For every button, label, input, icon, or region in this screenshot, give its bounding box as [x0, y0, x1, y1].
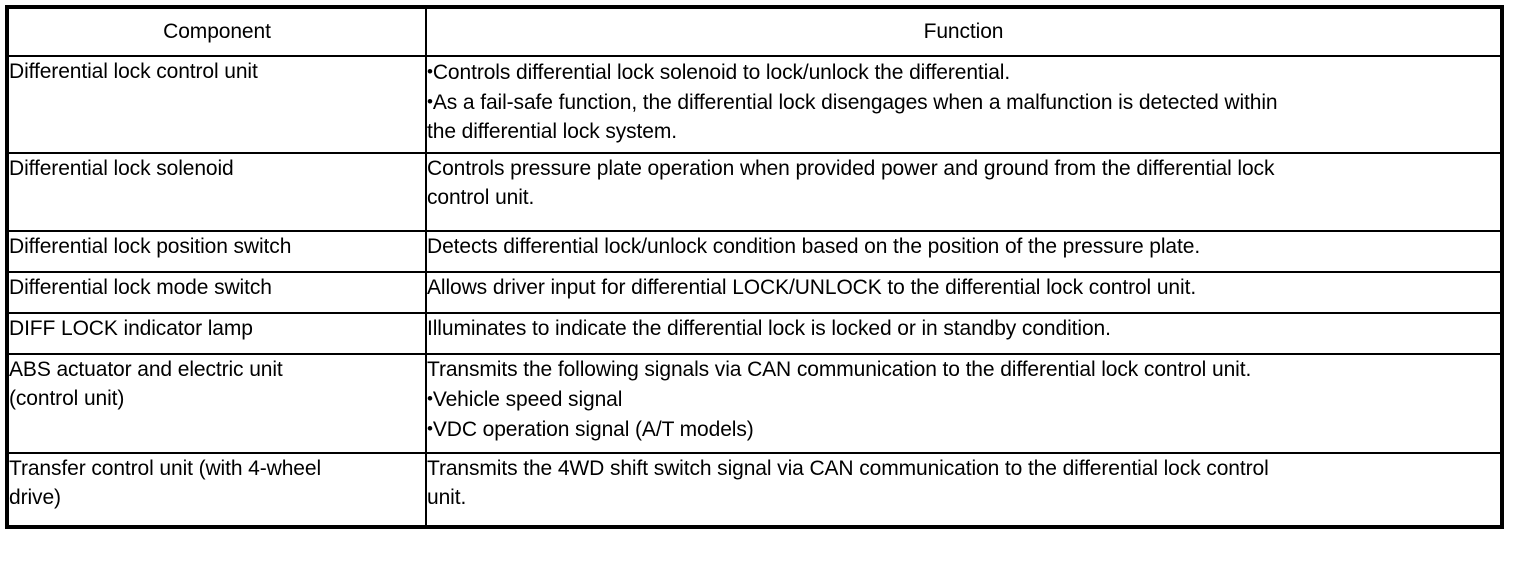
table-row: Differential lock control unit Controls d…	[6, 55, 1503, 154]
component-text-line: Differential lock control unit	[9, 60, 258, 83]
function-text-line: Illuminates to indicate the differential…	[427, 317, 1111, 340]
function-bullet-line: As a fail-safe function, the differentia…	[427, 87, 1500, 117]
table-row: Differential lock position switch Detects…	[6, 230, 1503, 273]
table-head: Component Function	[6, 6, 1503, 57]
table-row: Differential lock solenoid Controls press…	[6, 152, 1503, 232]
function-text-line: control unit.	[427, 186, 535, 209]
cell-function: Transmits the following signals via CAN …	[425, 353, 1503, 454]
function-bullet-line: Controls differential lock solenoid to l…	[427, 57, 1500, 87]
component-text-line: Differential lock position switch	[9, 235, 292, 258]
table-row: Differential lock mode switch Allows driv…	[6, 271, 1503, 314]
component-text-line: DIFF LOCK indicator lamp	[9, 317, 253, 340]
function-text-line: Detects differential lock/unlock conditi…	[427, 235, 1201, 258]
table-row: Transfer control unit (with 4-wheel drive…	[6, 452, 1503, 528]
cell-component: DIFF LOCK indicator lamp	[6, 312, 427, 355]
cell-function: Controls differential lock solenoid to l…	[425, 55, 1503, 154]
column-header-component: Component	[6, 6, 427, 57]
component-text-line: ABS actuator and electric unit	[9, 358, 283, 381]
function-text-line: Transmits the following signals via CAN …	[427, 358, 1252, 381]
cell-function: Allows driver input for differential LOC…	[425, 271, 1503, 314]
cell-component: ABS actuator and electric unit (control u…	[6, 353, 427, 454]
cell-component: Differential lock mode switch	[6, 271, 427, 314]
component-text-line: drive)	[9, 486, 61, 509]
table-header-row: Component Function	[6, 6, 1503, 57]
cell-component: Differential lock solenoid	[6, 152, 427, 232]
cell-component: Differential lock control unit	[6, 55, 427, 154]
component-text-line: Differential lock solenoid	[9, 157, 234, 180]
cell-function: Controls pressure plate operation when p…	[425, 152, 1503, 232]
function-text-line: Controls pressure plate operation when p…	[427, 157, 1275, 180]
table-body: Differential lock control unit Controls d…	[6, 55, 1503, 528]
component-text-line: (control unit)	[9, 387, 125, 410]
cell-component: Differential lock position switch	[6, 230, 427, 273]
cell-component: Transfer control unit (with 4-wheel drive…	[6, 452, 427, 528]
cell-function: Detects differential lock/unlock conditi…	[425, 230, 1503, 273]
function-text-line: Allows driver input for differential LOC…	[427, 276, 1197, 299]
function-text-line: unit.	[427, 486, 467, 509]
function-bullet-line: Vehicle speed signal	[427, 384, 1500, 414]
function-text-line: the differential lock system.	[427, 120, 677, 143]
table-row: DIFF LOCK indicator lamp Illuminates to i…	[6, 312, 1503, 355]
column-header-function: Function	[425, 6, 1503, 57]
function-text-line: Transmits the 4WD shift switch signal vi…	[427, 457, 1269, 480]
cell-function: Illuminates to indicate the differential…	[425, 312, 1503, 355]
column-header-function-label: Function	[923, 20, 1004, 43]
column-header-component-label: Component	[163, 20, 271, 43]
component-function-table: Component Function Differential lock con…	[5, 5, 1504, 529]
function-bullet-line: VDC operation signal (A/T models)	[427, 414, 1500, 444]
cell-function: Transmits the 4WD shift switch signal vi…	[425, 452, 1503, 528]
component-text-line: Differential lock mode switch	[9, 276, 272, 299]
component-text-line: Transfer control unit (with 4-wheel	[9, 457, 322, 480]
table-row: ABS actuator and electric unit (control u…	[6, 353, 1503, 454]
